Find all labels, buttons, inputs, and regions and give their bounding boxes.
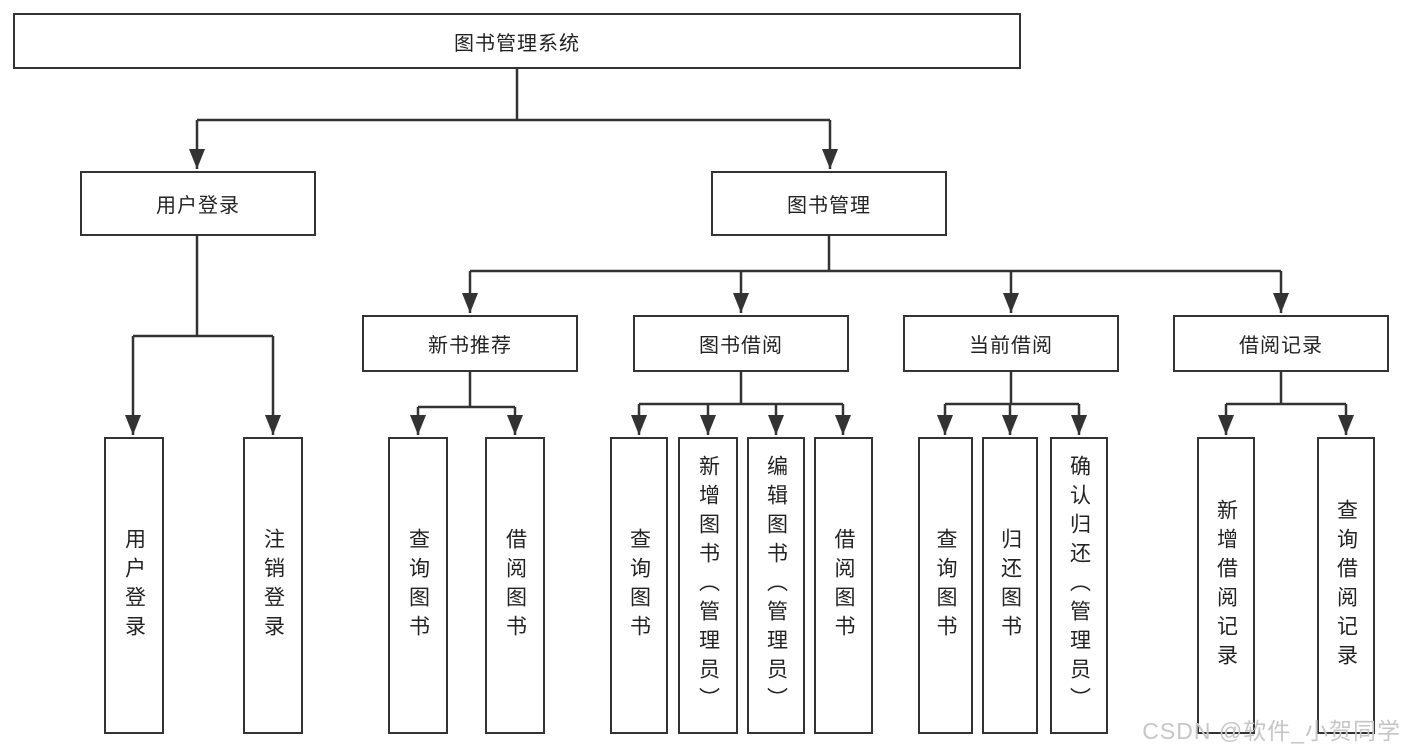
connector-book-management-branch [470, 235, 1281, 273]
leaf-borrowing-borrow-books-label: 借阅图书 [832, 527, 855, 644]
leaf-user-login: 用户登录 [104, 437, 164, 734]
leaf-borrowing-edit-books-label: 编辑图书（管理员） [764, 455, 788, 716]
leaf-current-query-books-label: 查询图书 [934, 527, 957, 644]
node-book-management: 图书管理 [711, 171, 947, 236]
leaf-current-return-books-label: 归还图书 [998, 527, 1022, 644]
csdn-watermark: CSDN @软件_小贺同学 [1142, 718, 1401, 744]
leaf-current-confirm-return: 确认归还（管理员） [1050, 437, 1108, 734]
leaf-borrowing-query-books-label: 查询图书 [627, 527, 651, 644]
leaf-recommend-query-books: 查询图书 [388, 437, 448, 734]
leaf-borrowing-add-books-label: 新增图书（管理员） [696, 455, 720, 716]
connector-book-borrowing-branch [639, 371, 843, 406]
connector-new-book-recommend-branch [418, 371, 515, 409]
connector-borrowing-records-branch [1226, 371, 1346, 406]
leaf-current-return-books: 归还图书 [982, 437, 1038, 734]
leaf-borrowing-edit-books: 编辑图书（管理员） [747, 437, 805, 734]
leaf-logout-label: 注销登录 [261, 527, 285, 644]
leaf-recommend-borrow-books-label: 借阅图书 [503, 527, 527, 644]
leaf-user-login-label: 用户登录 [122, 527, 146, 644]
leaf-current-query-books: 查询图书 [918, 437, 973, 734]
leaf-borrowing-query-books: 查询图书 [610, 437, 668, 734]
leaf-borrowing-borrow-books: 借阅图书 [814, 437, 873, 734]
node-current-borrowing: 当前借阅 [903, 315, 1119, 372]
leaf-current-confirm-return-label: 确认归还（管理员） [1067, 455, 1091, 716]
leaf-recommend-borrow-books: 借阅图书 [485, 437, 545, 734]
leaf-logout: 注销登录 [243, 437, 303, 734]
connector-current-borrowing-branch [945, 371, 1079, 406]
leaf-records-add-record-label: 新增借阅记录 [1214, 498, 1238, 673]
leaf-records-add-record: 新增借阅记录 [1197, 437, 1255, 734]
node-user-login: 用户登录 [80, 171, 316, 236]
leaf-records-query-record: 查询借阅记录 [1317, 437, 1375, 734]
node-book-borrowing: 图书借阅 [633, 315, 849, 372]
leaf-recommend-query-books-label: 查询图书 [406, 527, 430, 644]
node-new-book-recommend: 新书推荐 [362, 315, 578, 372]
node-borrowing-records: 借阅记录 [1173, 315, 1389, 372]
leaf-records-query-record-label: 查询借阅记录 [1334, 498, 1358, 673]
node-root: 图书管理系统 [13, 13, 1021, 69]
connector-root-branch [197, 68, 830, 122]
leaf-borrowing-add-books: 新增图书（管理员） [678, 437, 738, 734]
connector-user-login-branch [133, 235, 273, 338]
